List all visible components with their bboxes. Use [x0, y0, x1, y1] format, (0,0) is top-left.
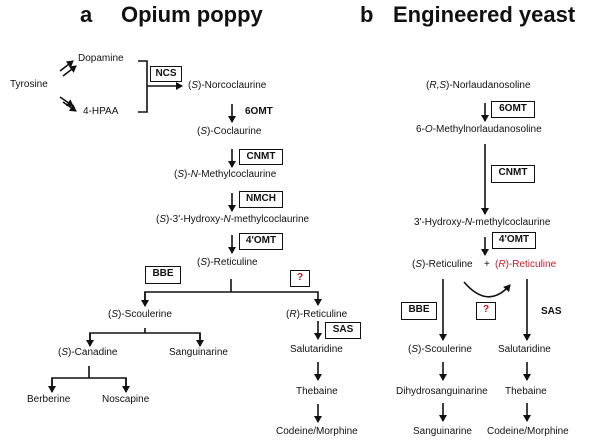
- compound-3-hydroxy-n-methylcoclaurine-b: 3'-Hydroxy-N-methylcoclaurine: [414, 217, 551, 228]
- compound-noscapine: Noscapine: [102, 394, 150, 405]
- enzyme-sas-a: SAS: [325, 322, 361, 339]
- enzyme-bbe-b: BBE: [401, 302, 437, 320]
- compound-codeine-morphine-b: Codeine/Morphine: [487, 426, 569, 437]
- compound-thebaine-b: Thebaine: [505, 386, 547, 397]
- enzyme-nmch: NMCH: [239, 191, 283, 208]
- enzyme-cnmt: CNMT: [239, 149, 283, 165]
- panel-b-letter: b: [360, 2, 374, 27]
- compound-sanguinarine-a: Sanguinarine: [169, 347, 228, 358]
- panel-b-title: Engineered yeast: [393, 2, 576, 27]
- panel-a-letter: a: [80, 2, 93, 27]
- compound-4-hpaa: 4-HPAA: [83, 106, 119, 117]
- enzyme-bbe-a: BBE: [145, 266, 181, 284]
- compound-codeine-morphine-a: Codeine/Morphine: [276, 426, 358, 437]
- compound-s-coclaurine: (S)-Coclaurine: [197, 126, 262, 137]
- compound-r-reticuline-b: (R)-Reticuline: [495, 259, 557, 270]
- enzyme-ncs: NCS: [150, 66, 182, 82]
- enzyme-6omt: 6OMT: [245, 106, 273, 117]
- compound-berberine: Berberine: [27, 394, 71, 405]
- compound-s-3-hydroxy-n-methylcoclaurine: (S)-3'-Hydroxy-N-methylcoclaurine: [156, 214, 310, 225]
- plus-sign: +: [484, 259, 490, 270]
- enzyme-cnmt-b: CNMT: [491, 165, 535, 183]
- enzyme-6omt-b: 6OMT: [491, 101, 535, 118]
- compound-dopamine: Dopamine: [78, 53, 124, 64]
- compound-s-n-methylcoclaurine: (S)-N-Methylcoclaurine: [174, 169, 277, 180]
- compound-r-reticuline-a: (R)-Reticuline: [286, 309, 348, 320]
- enzyme-sas-b: SAS: [541, 306, 562, 317]
- compound-rs-norlaudanosoline: (R,S)-Norlaudanosoline: [426, 80, 531, 91]
- branch-horizontal: [144, 291, 322, 306]
- compound-s-scoulerine-b: (S)-Scoulerine: [408, 344, 472, 355]
- enzyme-unknown-b: ?: [476, 302, 496, 320]
- arrow-tyr-hpaa-2: [62, 101, 77, 112]
- compound-dihydrosanguinarine: Dihydrosanguinarine: [396, 386, 488, 397]
- epimerization-arrow: [463, 281, 511, 298]
- compound-thebaine-a: Thebaine: [296, 386, 338, 397]
- panel-a-title: Opium poppy: [121, 2, 263, 27]
- compound-6-o-methylnorlaudanosoline: 6-O-Methylnorlaudanosoline: [416, 124, 542, 135]
- compound-s-norcoclaurine: (S)-Norcoclaurine: [188, 80, 267, 91]
- enzyme-4omt: 4'OMT: [239, 233, 283, 250]
- compound-s-reticuline-a: (S)-Reticuline: [197, 257, 258, 268]
- compound-s-canadine: (S)-Canadine: [58, 347, 118, 358]
- ncs-bracket: [138, 60, 148, 113]
- compound-sanguinarine-b: Sanguinarine: [413, 426, 472, 437]
- compound-salutaridine-b: Salutaridine: [498, 344, 551, 355]
- enzyme-unknown-a: ?: [290, 270, 310, 287]
- compound-s-reticuline-b: (S)-Reticuline: [412, 259, 473, 270]
- compound-s-scoulerine-a: (S)-Scoulerine: [108, 309, 172, 320]
- arrow-tyr-dopamine-2: [62, 65, 77, 77]
- compound-tyrosine: Tyrosine: [10, 79, 48, 90]
- enzyme-4omt-b: 4'OMT: [492, 232, 536, 249]
- arrow-tyr-dopamine-1: [59, 60, 74, 72]
- compound-salutaridine-a: Salutaridine: [290, 344, 343, 355]
